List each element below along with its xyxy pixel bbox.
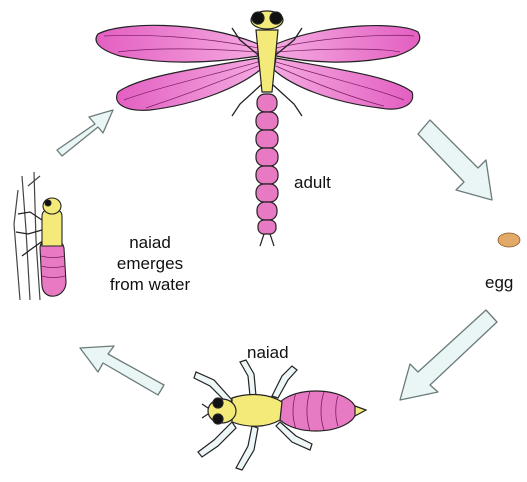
arrow-emerge-to-adult (57, 110, 113, 156)
arrow-adult-to-egg (418, 120, 492, 200)
label-naiad: naiad (247, 342, 289, 363)
wing-lower-left (117, 58, 260, 110)
adult-eye-left (252, 12, 264, 24)
naiad-thorax (232, 395, 282, 427)
adult-abdomen (256, 94, 278, 234)
emerging-eye (45, 200, 51, 206)
label-emerge-line-1: naiad (90, 232, 210, 253)
naiad-larva (194, 360, 366, 470)
naiad-abdomen (276, 391, 356, 431)
arrow-egg-to-naiad (400, 310, 497, 400)
plant-stems (14, 172, 40, 300)
naiad-eye-top (213, 398, 223, 408)
adult-tail (260, 234, 274, 246)
adult-thorax (256, 30, 278, 92)
label-adult: adult (294, 172, 331, 193)
adult-eye-right (270, 12, 282, 24)
emerging-naiad (14, 172, 66, 300)
label-naiad-emerges: naiad emerges from water (90, 232, 210, 295)
arrow-naiad-to-emerge (80, 346, 164, 395)
adult-dragonfly (96, 11, 420, 246)
naiad-tail (355, 406, 366, 416)
naiad-mouth (202, 404, 208, 418)
label-emerge-line-3: from water (90, 274, 210, 295)
naiad-eye-bottom (213, 414, 223, 424)
wing-lower-right (274, 58, 413, 109)
egg-shape (498, 233, 520, 247)
label-egg: egg (485, 272, 513, 293)
label-emerge-line-2: emerges (90, 253, 210, 274)
